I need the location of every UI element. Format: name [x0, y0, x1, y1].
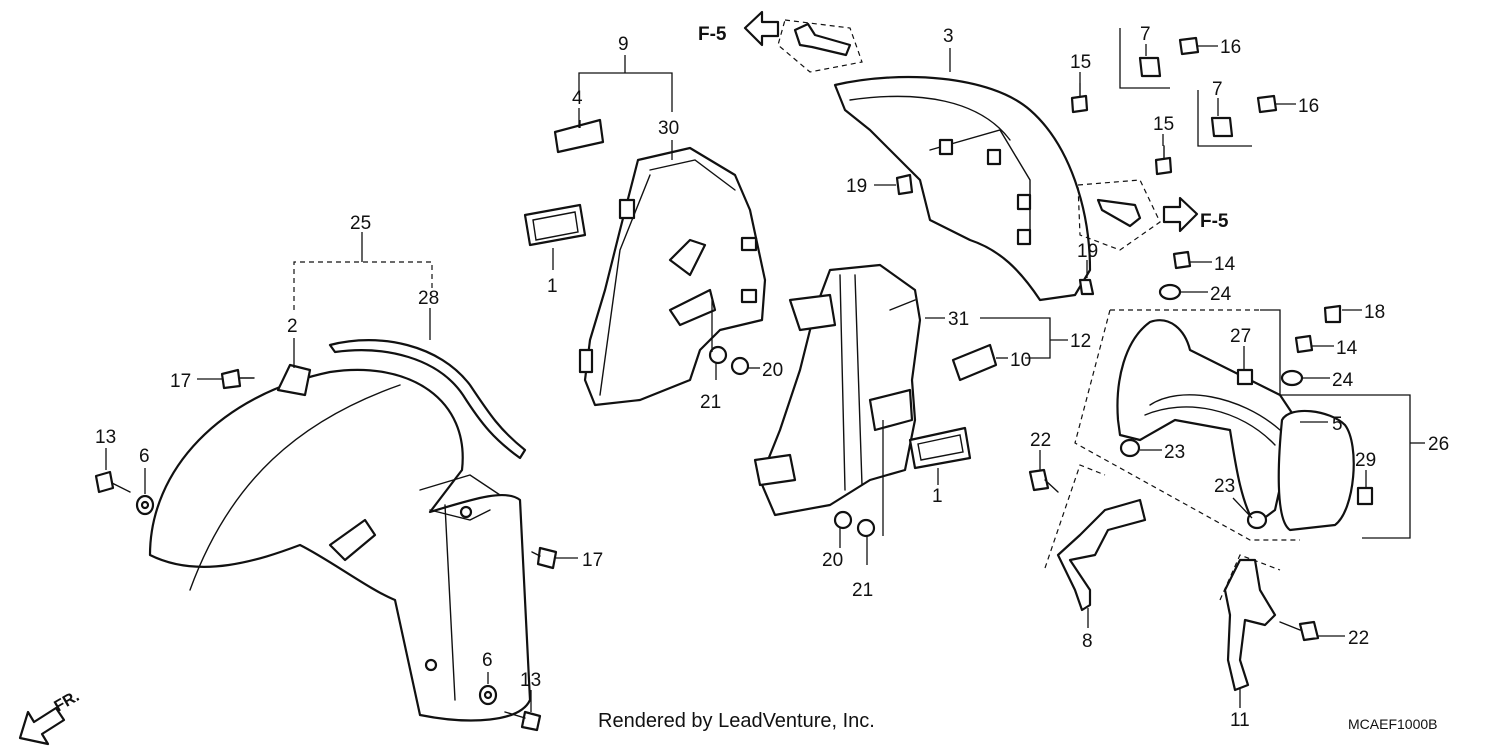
callout-15b: 15: [1153, 114, 1174, 135]
rear-hugger-assembly-part: [1116, 319, 1355, 532]
callout-17a: 17: [170, 371, 191, 392]
callout-7a: 7: [1140, 24, 1151, 45]
callout-24a: 24: [1210, 284, 1232, 305]
callout-8: 8: [1082, 631, 1093, 652]
hardware: [94, 36, 1342, 732]
rear-hugger-part: [833, 75, 1092, 302]
callout-17b: 17: [582, 550, 603, 571]
leader-lines: [105, 28, 1425, 712]
callout-13b: 13: [520, 670, 541, 691]
inner-fender-right-part: [753, 263, 922, 517]
callout-23a: 23: [1164, 442, 1185, 463]
reference-box-top: [777, 19, 863, 73]
callout-15a: 15: [1070, 52, 1091, 73]
callout-21a: 21: [700, 392, 721, 413]
callout-12: 12: [1070, 331, 1091, 352]
f5-arrow-right: [1162, 196, 1199, 233]
reflector-1b-part: [908, 426, 972, 470]
callout-16a: 16: [1220, 37, 1241, 58]
callout-4: 4: [572, 88, 583, 109]
callout-numbers: 1 1 2 3 4 5 6 6 7 7 8 9 10 11 12 13 13 1…: [95, 24, 1449, 731]
callout-11: 11: [1230, 710, 1250, 731]
callout-5: 5: [1332, 414, 1343, 435]
callout-16b: 16: [1298, 96, 1319, 117]
reference-f5-right: F-5: [1200, 211, 1229, 232]
callout-14b: 14: [1336, 338, 1358, 359]
callout-2: 2: [287, 316, 298, 337]
callout-19a: 19: [846, 176, 867, 197]
callout-10: 10: [1010, 350, 1031, 371]
callout-24b: 24: [1332, 370, 1354, 391]
callout-26: 26: [1428, 434, 1449, 455]
callout-13a: 13: [95, 427, 116, 448]
callout-1b: 1: [932, 486, 943, 507]
callout-9: 9: [618, 34, 629, 55]
callout-22b: 22: [1348, 628, 1369, 649]
front-direction-arrow: FR.: [18, 688, 82, 746]
callout-21b: 21: [852, 580, 873, 601]
callout-18: 18: [1364, 302, 1385, 323]
panel-10-part: [951, 343, 998, 382]
callout-23b: 23: [1214, 476, 1235, 497]
panel-4-part: [553, 118, 605, 154]
bolt-top: [793, 22, 852, 57]
front-fender-part: [148, 363, 532, 722]
callout-22a: 22: [1030, 430, 1051, 451]
callout-27: 27: [1230, 326, 1251, 347]
reference-box-right: [1077, 179, 1161, 251]
f5-arrow-left: [743, 10, 780, 47]
callout-1a: 1: [547, 276, 558, 297]
callout-19b: 19: [1077, 241, 1098, 262]
stay-8-part: [1056, 498, 1147, 612]
diagram-code: MCAEF1000B: [1348, 716, 1438, 732]
stay-11-part: [1223, 558, 1277, 692]
clip-27-part: [1236, 368, 1254, 386]
fender-strip-part: [328, 339, 527, 460]
callout-30: 30: [658, 118, 679, 139]
callout-3: 3: [943, 26, 954, 47]
footer-credit: Rendered by LeadVenture, Inc.: [598, 710, 875, 732]
callout-6b: 6: [482, 650, 493, 671]
callout-25: 25: [350, 213, 371, 234]
callout-20b: 20: [822, 550, 843, 571]
callout-20a: 20: [762, 360, 783, 381]
callout-28: 28: [418, 288, 439, 309]
inner-fender-left-part: [578, 146, 767, 407]
callout-14a: 14: [1214, 254, 1236, 275]
reference-f5-top: F-5: [698, 24, 727, 45]
reflector-1-part: [523, 203, 587, 247]
callout-6a: 6: [139, 446, 150, 467]
bolt-right: [1096, 198, 1142, 228]
clip-29-part: [1356, 486, 1374, 506]
callout-29: 29: [1355, 450, 1376, 471]
callout-7b: 7: [1212, 79, 1223, 100]
callout-31: 31: [948, 309, 969, 330]
